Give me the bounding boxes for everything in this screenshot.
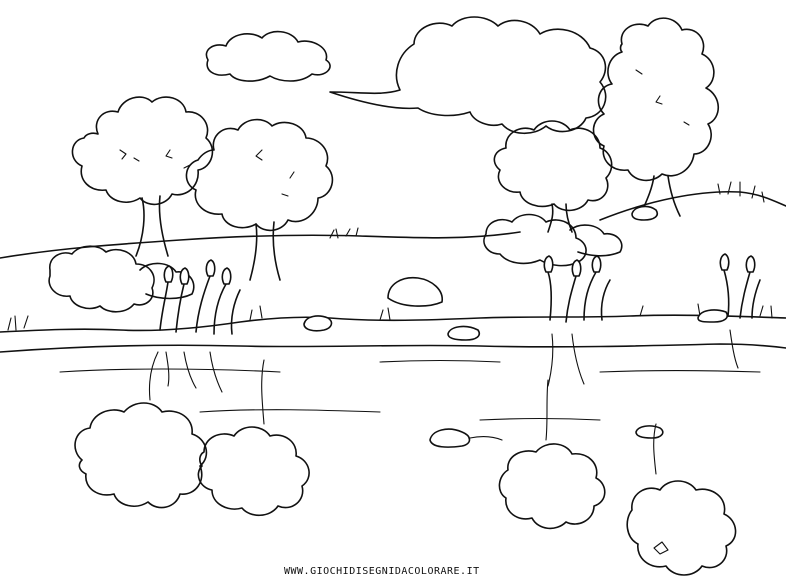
tree-right-tall — [592, 17, 720, 217]
cloud-small — [205, 30, 331, 82]
floating-leaves — [469, 436, 669, 555]
tree-left-1 — [71, 96, 214, 257]
reflection-tree-left — [74, 351, 310, 517]
near-bank — [0, 303, 786, 333]
watermark-text: WWW.GIOCHIDISEGNIDACOLORARE.IT — [284, 566, 480, 577]
background-meadow — [0, 181, 786, 259]
bush-left — [48, 245, 195, 313]
reflection-tree-right — [498, 379, 737, 576]
reeds-left — [159, 259, 241, 335]
tree-left-2 — [185, 118, 334, 281]
rocks — [303, 205, 729, 448]
tree-right-middle — [493, 120, 613, 233]
pond-surface — [0, 343, 786, 421]
reeds-right — [719, 253, 761, 319]
reflection-reeds — [165, 329, 739, 393]
bush-right — [483, 213, 623, 267]
reeds-middle-right — [543, 255, 611, 323]
cloud-large — [329, 16, 607, 135]
